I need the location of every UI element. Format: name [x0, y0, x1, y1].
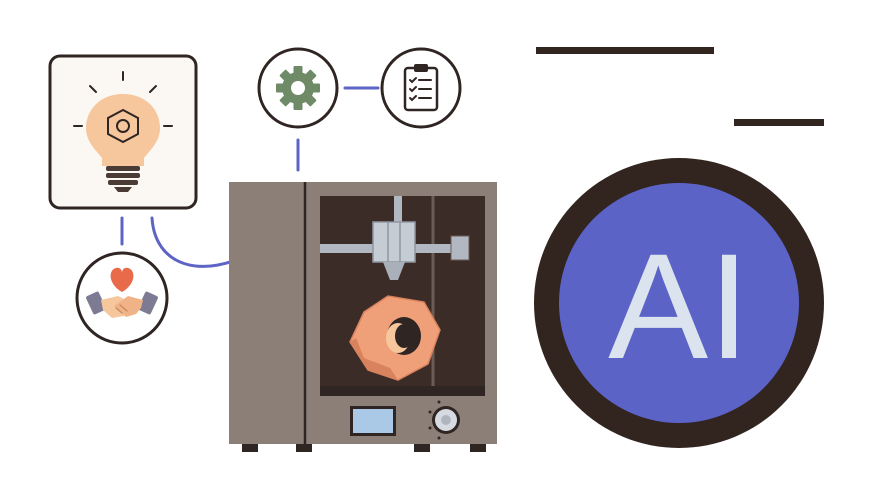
decor-line-top [536, 47, 714, 54]
ai-badge: AI [534, 158, 824, 448]
printer-foot [296, 444, 312, 452]
ai-badge-text: AI [608, 222, 750, 390]
printed-nut [349, 295, 441, 381]
checklist-circle [380, 47, 462, 129]
3d-printer-icon [229, 182, 497, 452]
lightbulb-icon [73, 71, 173, 192]
idea-card [48, 54, 198, 210]
decor-line-right [734, 119, 824, 126]
partnership-circle [75, 251, 169, 345]
printer-foot [242, 444, 258, 452]
clipboard-checklist-icon [403, 64, 439, 112]
printer-foot [470, 444, 486, 452]
printer-foot [414, 444, 430, 452]
gear-icon [276, 66, 320, 110]
gear-circle [257, 47, 339, 129]
heart-handshake-icon [86, 267, 158, 318]
extruder-head [372, 221, 416, 263]
